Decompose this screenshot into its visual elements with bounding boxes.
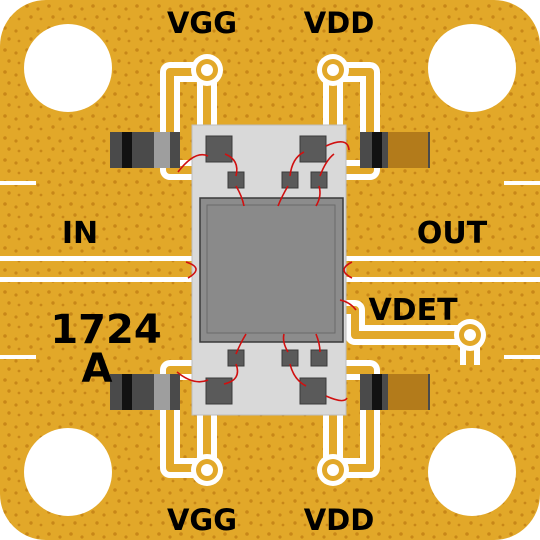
mounting-holes — [24, 24, 516, 516]
bond-wires — [176, 141, 357, 402]
out-label: OUT — [417, 216, 488, 251]
vdet-label: VDET — [368, 293, 458, 328]
mounting-hole-bottom-left — [24, 428, 112, 516]
mounting-hole-top-left — [24, 24, 112, 112]
vdd-bottom-label: VDD — [304, 503, 375, 537]
capacitor-top-left — [110, 132, 180, 168]
mounting-hole-bottom-right — [428, 428, 516, 516]
capacitor-bottom-right — [360, 374, 430, 410]
mounting-hole-top-right — [428, 24, 516, 112]
chip-cap-top-left — [205, 135, 233, 163]
rf-trace-gaps — [0, 181, 540, 359]
bypass-capacitors — [110, 132, 430, 410]
capacitor-bottom-left — [110, 374, 180, 410]
capacitor-top-right — [360, 132, 430, 168]
chip-cap-top-right — [299, 135, 327, 163]
part-number-label: 1724 — [50, 307, 161, 353]
chip-cap-bottom-right — [299, 377, 327, 405]
chip-cap-bottom-left — [205, 377, 233, 405]
dc-pads — [191, 54, 486, 486]
vgg-top-label: VGG — [167, 6, 237, 40]
revision-label: A — [82, 346, 113, 392]
vgg-bottom-label: VGG — [167, 503, 237, 537]
in-label: IN — [62, 216, 98, 251]
vdd-top-label: VDD — [304, 6, 375, 40]
mmic-die-inner — [206, 204, 336, 334]
